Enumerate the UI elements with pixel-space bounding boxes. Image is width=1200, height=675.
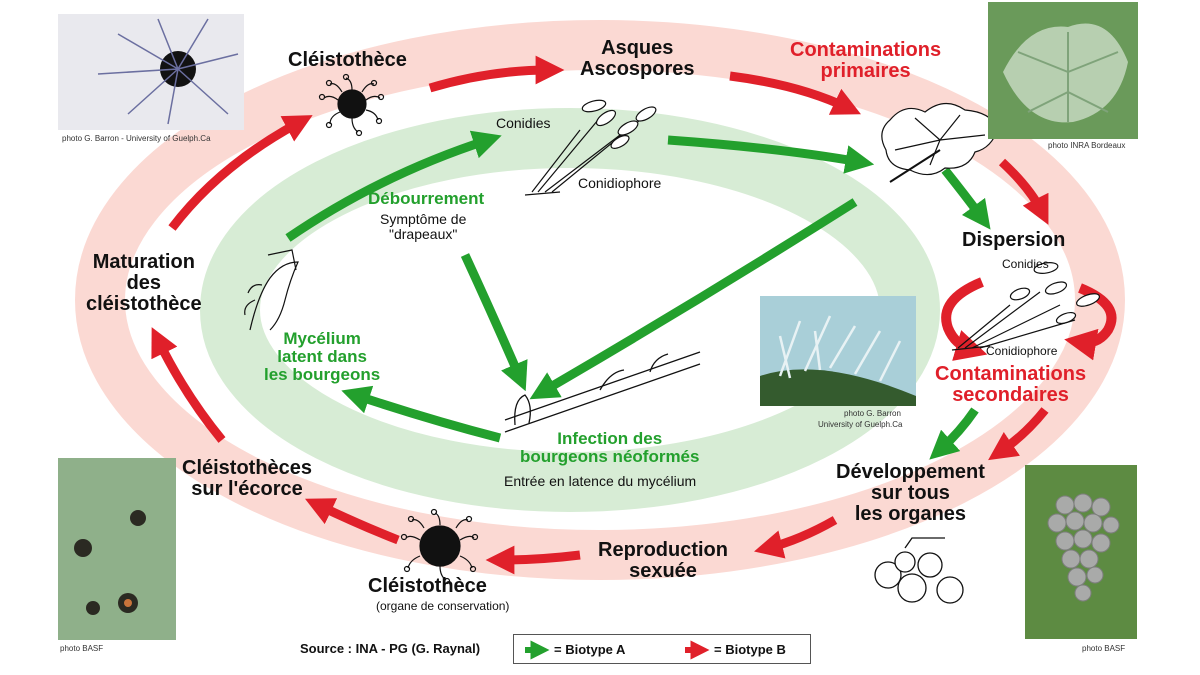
label-maturation-3: cléistothèce: [86, 293, 202, 315]
caption-middle-1: photo G. Barron: [844, 409, 901, 418]
label-cleistotheces-ecorce: Cléistothèces sur l'écorce: [182, 458, 312, 500]
label-contaminations-1: Contaminations: [790, 39, 942, 61]
green-arrow-debourrement-to-conidies: [285, 130, 502, 242]
label-symptome-2: "drapeaux": [389, 225, 458, 242]
label-symptome-1: Symptôme de: [380, 211, 467, 227]
conidiophore-top-drawing: [524, 99, 657, 196]
label-mycelium: Mycélium latent dans les bourgeons: [264, 330, 380, 384]
label-cleistothece-bottom: Cléistothèce: [368, 575, 487, 597]
vine-leaf-drawing: [881, 102, 999, 183]
label-conidies-top: Conidies: [496, 115, 551, 131]
caption-bottom-left: photo BASF: [60, 644, 104, 653]
red-arrow-maturation-to-cleisto: [168, 115, 313, 231]
caption-bottom-right: photo BASF: [1082, 644, 1126, 653]
red-arrow-ecorce-to-maturation: [151, 327, 226, 443]
photo-leaf: [988, 2, 1138, 139]
photo-conidiophores: [760, 296, 916, 406]
label-dispersion: Dispersion: [962, 229, 1066, 251]
label-dev-2: sur tous: [871, 482, 950, 504]
label-asques-group: Asques Ascospores: [580, 38, 695, 80]
twig-drapeaux-drawing: [244, 249, 299, 331]
label-conidies-right: Conidies: [1002, 257, 1049, 271]
label-infection: Infection des bourgeons néoformés: [520, 430, 699, 466]
red-arrow-dev-to-repro: [754, 516, 838, 559]
red-arrow-repro-to-cleisto: [485, 545, 581, 575]
label-latence: Entrée en latence du mycélium: [504, 473, 697, 489]
red-arrow-contam-to-dispersion: [998, 158, 1049, 225]
green-arrow-infection-to-mycelium: [341, 385, 502, 443]
label-contaminations-2: Contaminations: [935, 363, 1087, 385]
conidiophore-right-drawing: [951, 262, 1101, 351]
label-reproduction: Reproduction sexuée: [598, 540, 728, 582]
legend-box: = Biotype A = Biotype B: [513, 634, 811, 664]
label-maturation-2: des: [126, 272, 162, 294]
label-ecorce-2: sur l'écorce: [191, 478, 303, 500]
red-arrow-cleisto-to-ecorce: [304, 498, 400, 545]
label-maturation-1: Maturation: [92, 251, 195, 273]
label-infection-1: Infection des: [557, 429, 663, 448]
label-debourrement: Débourrement: [368, 189, 485, 208]
photo-grapes: [1025, 465, 1137, 639]
label-symptome: Symptôme de "drapeaux": [380, 212, 466, 241]
label-ecorce-1: Cléistothèces: [182, 457, 313, 479]
label-mycelium-1: Mycélium: [283, 329, 361, 348]
label-dev-1: Développement: [836, 461, 985, 483]
legend-biotype-a: = Biotype A: [554, 642, 626, 657]
label-repro-2: sexuée: [629, 560, 697, 582]
label-dev-3: les organes: [854, 503, 967, 525]
label-cleistothece-top: Cléistothèce: [288, 49, 407, 71]
caption-top-left: photo G. Barron - University of Guelph.C…: [62, 134, 211, 143]
photo-bark: [58, 458, 176, 640]
label-conidiophore-right: Conidiophore: [986, 344, 1058, 358]
label-conidiophore-top: Conidiophore: [578, 175, 662, 191]
bud-infection-drawing: [504, 351, 701, 433]
label-secondaires: secondaires: [952, 384, 1069, 406]
photo-cleistothece: [58, 14, 244, 130]
green-arrow-conidies-to-leaf: [667, 135, 875, 174]
label-repro-1: Reproduction: [598, 539, 728, 561]
red-arrow-cleisto-to-asques: [428, 55, 565, 93]
green-arrow-drapeaux-to-infection: [460, 253, 528, 392]
green-arrow-secondaires-to-dev: [929, 407, 979, 460]
source-credit: Source : INA - PG (G. Raynal): [300, 641, 481, 656]
legend-biotype-b: = Biotype B: [714, 642, 786, 657]
red-loop-left: [941, 277, 988, 361]
red-arrow-asques-to-contam: [729, 71, 861, 115]
cleistothece-top-drawing: [318, 73, 385, 137]
caption-top-right: photo INRA Bordeaux: [1048, 141, 1126, 150]
label-asques: Asques: [601, 37, 674, 59]
label-contaminations-primaires: Contaminations primaires: [790, 40, 941, 82]
label-contaminations-secondaires: Contaminations secondaires: [935, 364, 1086, 406]
green-arrow-leaf-to-dispersion: [941, 167, 991, 230]
label-ascospores: Ascospores: [580, 58, 695, 80]
caption-middle-2: University of Guelph.Ca: [818, 420, 903, 429]
red-arrow-secondaires-to-dev: [988, 407, 1049, 461]
label-developpement: Développement sur tous les organes: [836, 462, 985, 525]
label-mycelium-2: latent dans: [277, 346, 367, 366]
label-mycelium-3: les bourgeons: [264, 364, 381, 384]
grape-berries-drawing: [874, 537, 964, 604]
label-primaires: primaires: [820, 60, 911, 82]
label-infection-2: bourgeons néoformés: [520, 446, 700, 466]
label-organe-conservation: (organe de conservation): [376, 599, 510, 613]
label-maturation: Maturation des cléistothèce: [86, 252, 202, 315]
cleistothece-bottom-drawing: [400, 508, 479, 585]
green-arrow-leaf-to-infection: [529, 198, 858, 400]
